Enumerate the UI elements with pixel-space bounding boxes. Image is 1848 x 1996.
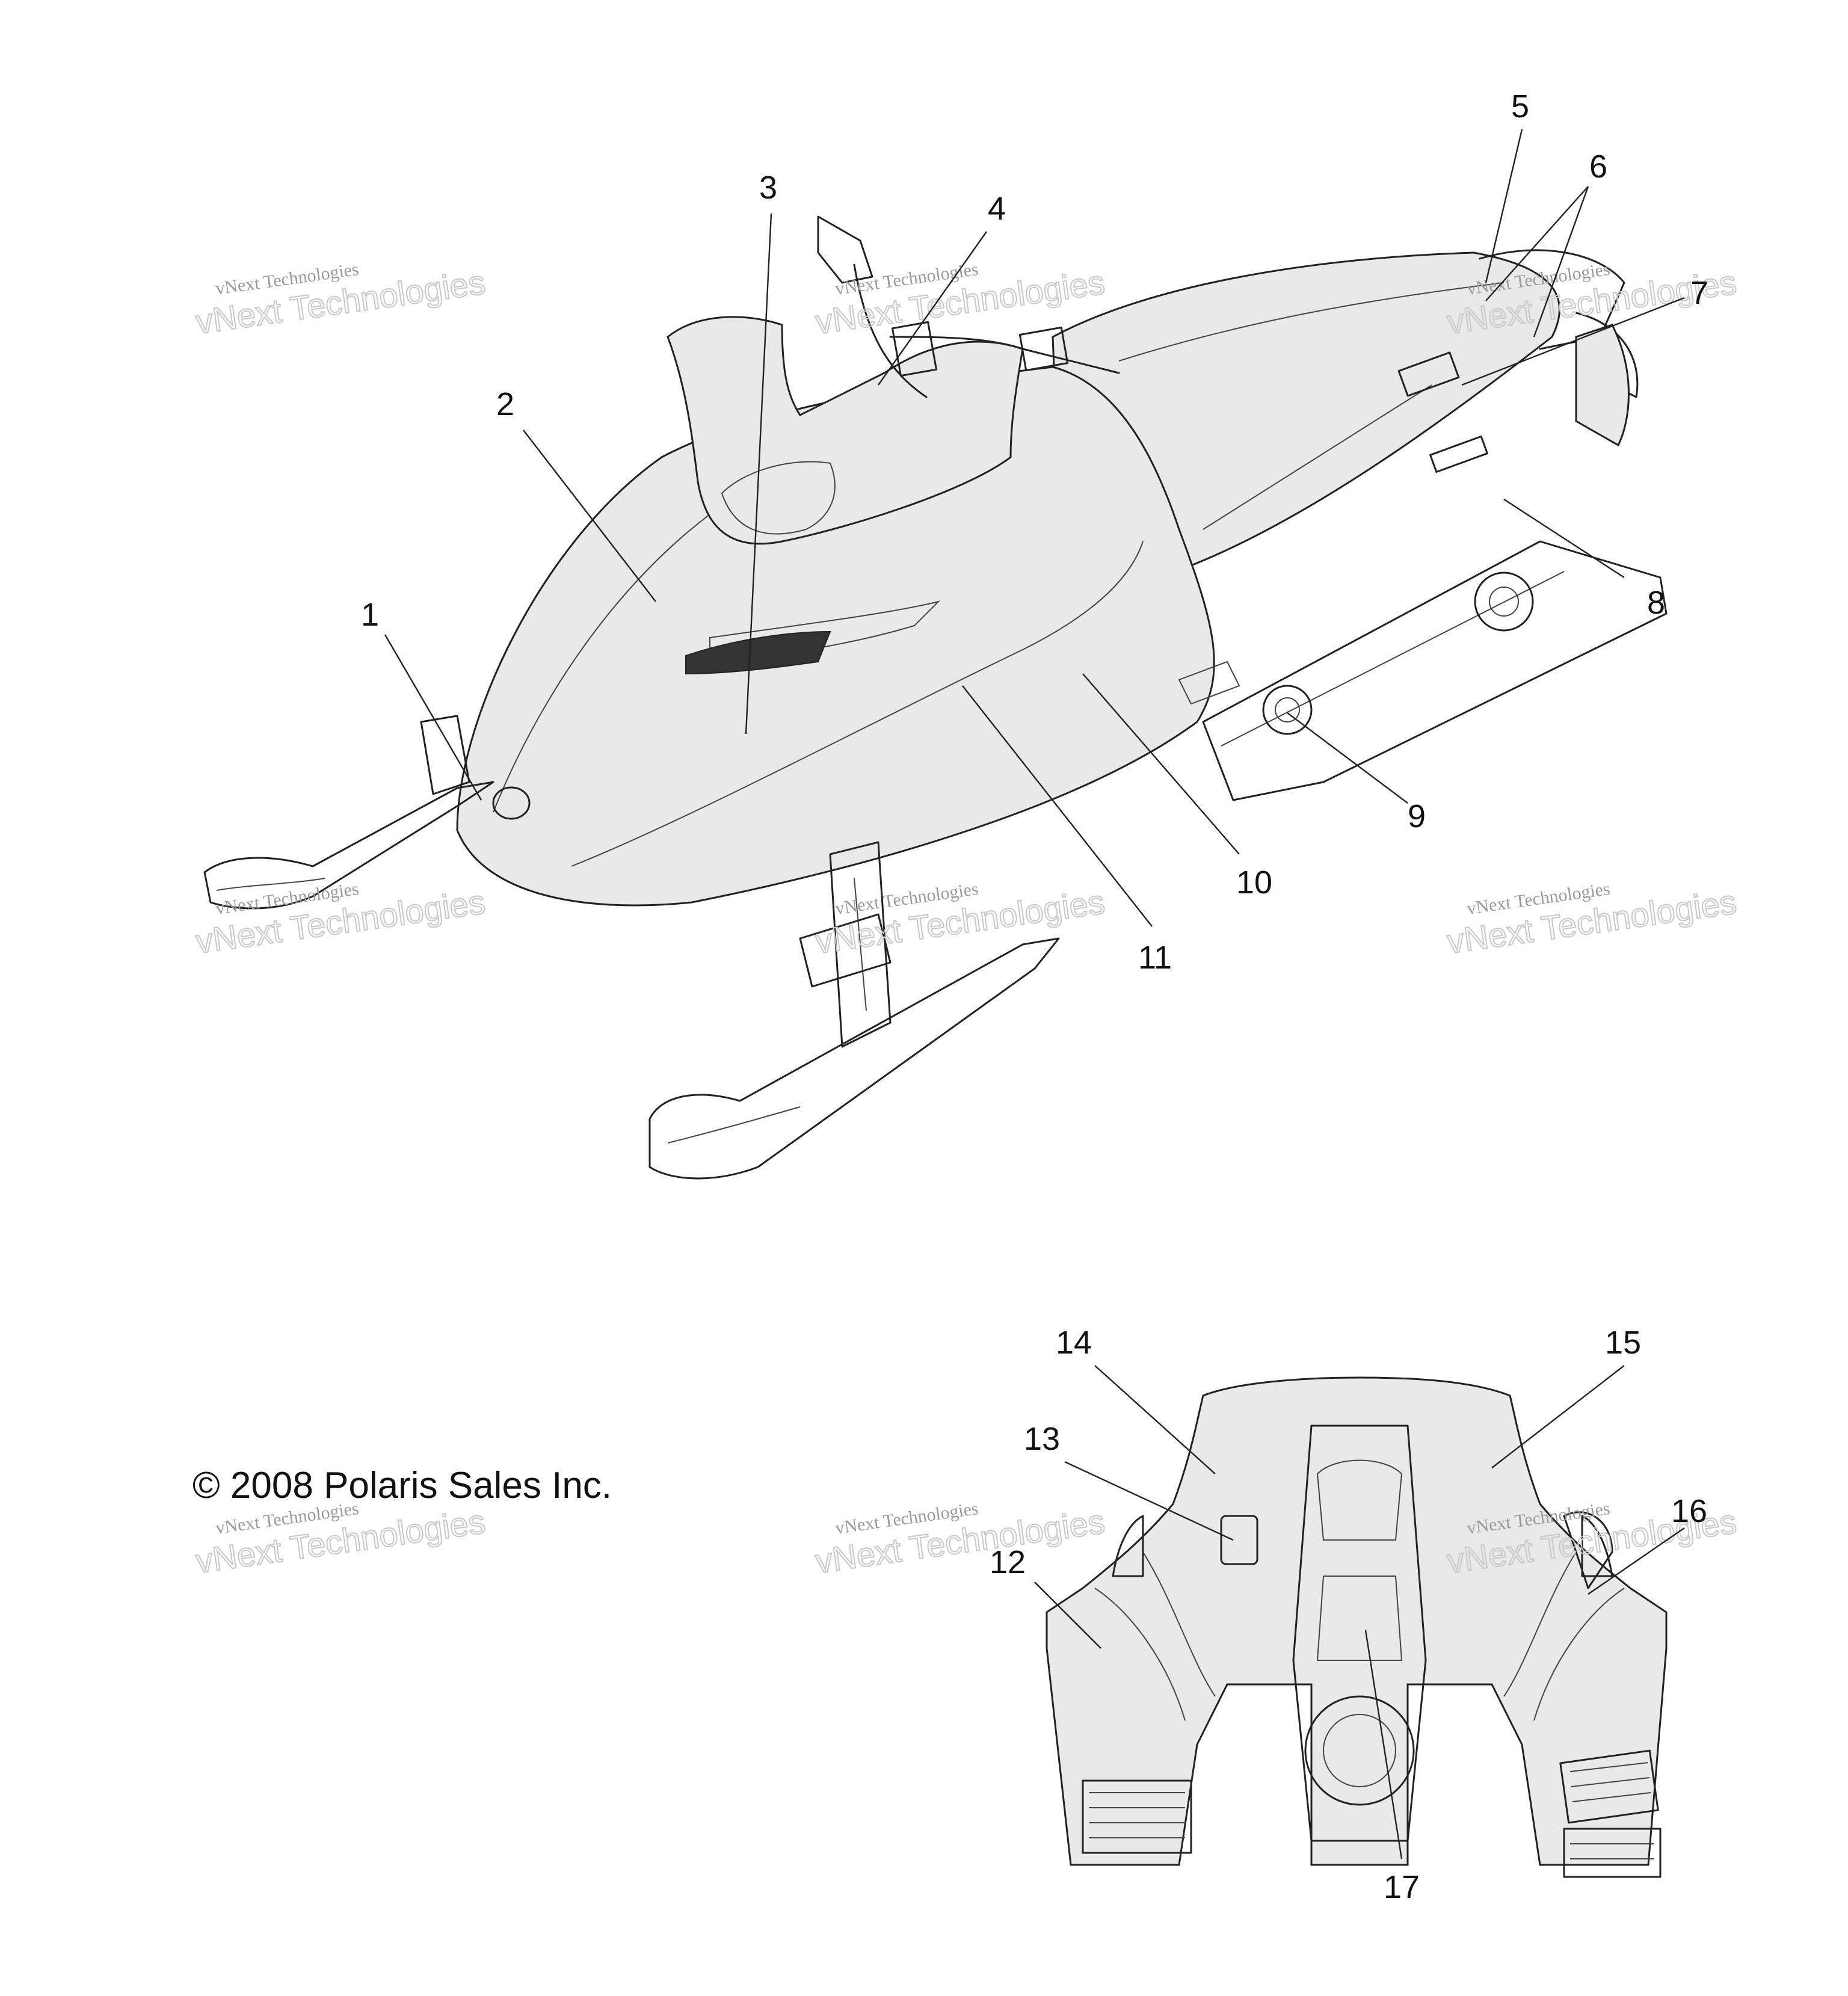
- watermark: vNext Technologies vNext Technologies: [813, 879, 1108, 961]
- leader-14: [1094, 1365, 1216, 1474]
- leader-11: [962, 685, 1153, 927]
- callout-numbers: 1 2 3 4 5 6 7 8 9 10 11 12 13 14 15 16 1…: [361, 88, 1708, 1905]
- leader-13: [1064, 1461, 1234, 1541]
- snowmobile-illustration: [203, 215, 1668, 1180]
- leader-8: [1503, 498, 1625, 579]
- callout-5: 5: [1511, 88, 1529, 125]
- watermark: vNext Technologies vNext Technologies: [193, 259, 488, 342]
- leader-5: [1485, 129, 1523, 283]
- leader-7: [1461, 297, 1685, 386]
- leader-16: [1588, 1527, 1685, 1595]
- leader-3: [745, 213, 772, 735]
- leader-10: [1082, 673, 1240, 855]
- watermark: vNext Technologies vNext Technologies: [813, 259, 1108, 342]
- leader-9: [1287, 712, 1408, 804]
- callout-6: 6: [1589, 149, 1607, 185]
- callout-2: 2: [496, 386, 514, 422]
- callout-10: 10: [1236, 864, 1272, 901]
- callout-17: 17: [1384, 1869, 1420, 1905]
- leader-17: [1364, 1630, 1403, 1859]
- watermarks: vNext Technologies vNext Technologies vN…: [193, 259, 1740, 1581]
- leader-4: [878, 231, 987, 386]
- callout-8: 8: [1647, 585, 1665, 621]
- callout-1: 1: [361, 597, 379, 633]
- right-footrest-grips: [1559, 1749, 1662, 1878]
- leader-6a: [1485, 186, 1589, 301]
- callout-12: 12: [990, 1544, 1026, 1580]
- leader-lines: [384, 129, 1685, 1859]
- watermark: vNext Technologies vNext Technologies: [193, 879, 488, 961]
- callout-3: 3: [759, 170, 777, 206]
- callout-7: 7: [1690, 275, 1708, 311]
- leader-12: [1034, 1582, 1101, 1649]
- callout-9: 9: [1408, 798, 1426, 834]
- callout-4: 4: [988, 191, 1006, 227]
- callout-11: 11: [1138, 940, 1172, 976]
- watermark: vNext Technologies vNext Technologies: [1444, 879, 1740, 961]
- leader-1: [384, 634, 482, 801]
- left-footrest-grips: [1082, 1779, 1192, 1854]
- footrest-tunnel-illustration: [1046, 1376, 1668, 1878]
- callout-15: 15: [1605, 1325, 1641, 1361]
- leader-15: [1491, 1365, 1625, 1468]
- leader-6b: [1533, 186, 1589, 337]
- callout-13: 13: [1024, 1421, 1060, 1457]
- callout-14: 14: [1056, 1325, 1092, 1361]
- copyright-text: © 2008 Polaris Sales Inc.: [192, 1465, 612, 1506]
- leader-2: [523, 430, 656, 602]
- callout-16: 16: [1671, 1493, 1707, 1529]
- watermark: vNext Technologies vNext Technologies: [813, 1499, 1108, 1581]
